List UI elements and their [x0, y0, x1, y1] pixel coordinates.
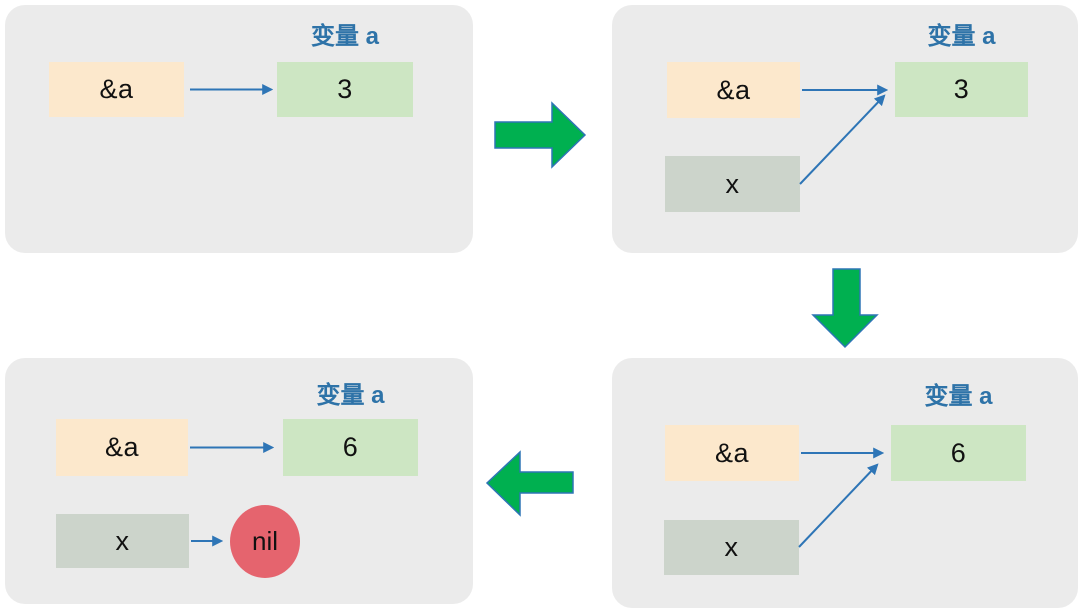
x-variable-box: x — [664, 520, 799, 575]
pointer-box: &a — [665, 425, 799, 481]
panel-step-3: 变量 a &a 6 x — [612, 358, 1078, 608]
variable-a-label: 变量 a — [927, 23, 996, 50]
flow-arrow-left-icon — [485, 450, 574, 517]
variable-a-label: 变量 a — [316, 382, 385, 409]
variable-a-label: 变量 a — [924, 383, 993, 410]
flow-arrow-right-icon — [494, 101, 587, 169]
value-box: 6 — [891, 425, 1026, 481]
x-variable-box: x — [56, 514, 189, 568]
pointer-box: &a — [667, 62, 800, 118]
x-variable-box: x — [665, 156, 800, 212]
pointer-box: &a — [49, 62, 184, 117]
panel-step-4: 变量 a &a 6 x nil — [5, 358, 473, 604]
flow-arrow-down-icon — [811, 268, 879, 349]
pointer-box: &a — [56, 419, 188, 476]
value-box: 3 — [277, 62, 413, 117]
panel-step-1: 变量 a &a 3 — [5, 5, 473, 253]
nil-circle: nil — [230, 505, 300, 578]
variable-a-label: 变量 a — [310, 23, 379, 50]
value-box: 6 — [283, 419, 418, 476]
value-box: 3 — [895, 62, 1028, 117]
panel-step-2: 变量 a &a 3 x — [612, 5, 1078, 253]
